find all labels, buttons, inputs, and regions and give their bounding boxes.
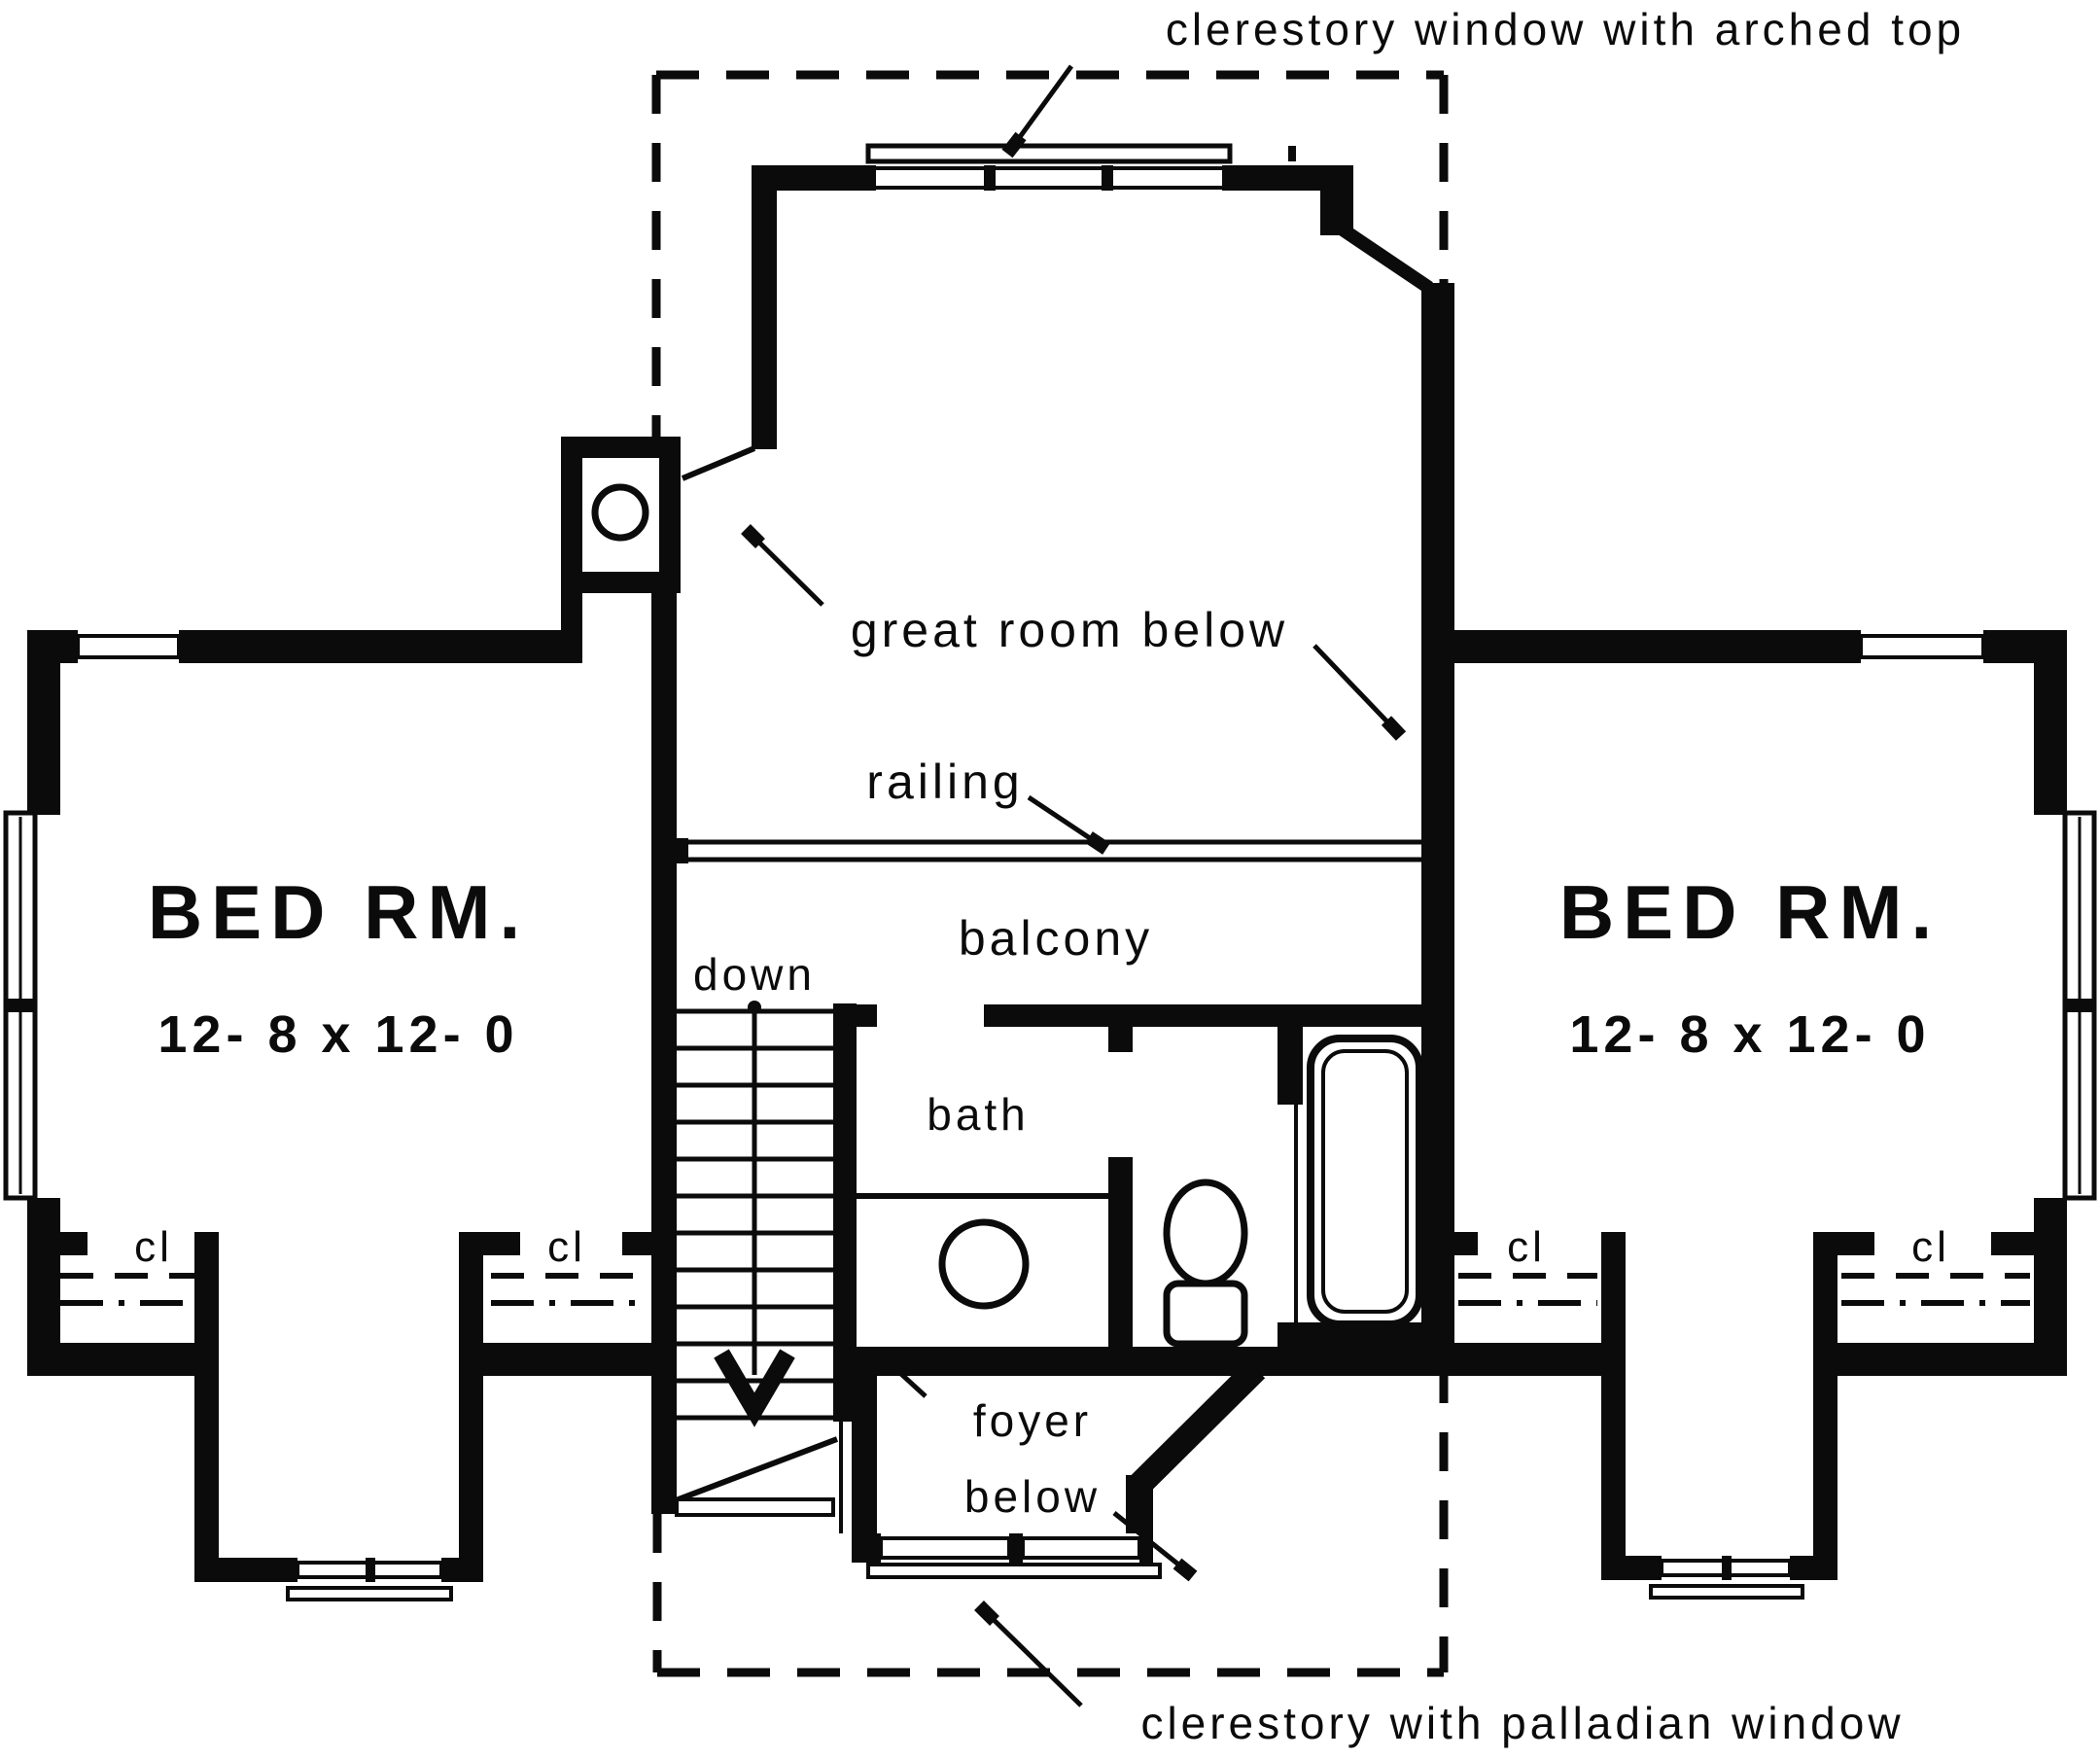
- text-labels: clerestory window with arched top cleres…: [134, 4, 1965, 1748]
- foyer-window-icon-2: [1021, 1536, 1141, 1560]
- leader-lines: [741, 64, 1407, 1707]
- bedroom-right-label: BED RM.: [1559, 869, 1941, 955]
- closets-left: [27, 1232, 677, 1376]
- bathtub-inner-line: [1321, 1049, 1409, 1314]
- leader-great-room-2: [1312, 644, 1402, 737]
- bath-label: bath: [927, 1089, 1030, 1140]
- bath-north-wall-stub: [833, 1004, 877, 1027]
- foyer-below-walls: [839, 1359, 1266, 1579]
- front-wall-left-1: [27, 1343, 194, 1376]
- bathroom: [833, 1004, 1423, 1376]
- closet-stub: [622, 1232, 677, 1255]
- down-label: down: [693, 949, 816, 1000]
- leader-great-room-2-blob: [1381, 716, 1407, 741]
- leader-foyer-1-blob: [873, 1347, 896, 1371]
- leader-top-title-blob: [1001, 131, 1027, 158]
- bedroom-left-walls: [3, 630, 561, 1376]
- closet-stub: [1421, 1232, 1478, 1255]
- great-room-angled-wall: [1336, 222, 1433, 294]
- foyer-west-wall: [852, 1376, 877, 1533]
- foyer-angled-wall: [1130, 1359, 1266, 1495]
- leader-bottom-title: [978, 1604, 1083, 1707]
- foyer-window-icon-1: [879, 1536, 1011, 1560]
- dormer-left-window-mullion: [366, 1558, 375, 1582]
- leader-foyer-2-blob: [1172, 1558, 1198, 1582]
- railing-end-cap: [677, 838, 688, 863]
- tub-alcove-west-stub: [1278, 1027, 1303, 1105]
- closet-stub: [1838, 1232, 1874, 1255]
- bath-south-wall: [833, 1347, 1421, 1376]
- closet-stub: [1991, 1232, 2067, 1255]
- stair-break-line: [653, 1436, 839, 1511]
- chimney: [561, 437, 681, 663]
- railing-label: railing: [866, 755, 1023, 809]
- front-wall-left-2: [483, 1343, 677, 1376]
- great-room-label: great room below: [851, 603, 1288, 657]
- dormer-right-window-sill: [1649, 1584, 1804, 1600]
- dormer-left-west-wall: [194, 1232, 219, 1582]
- great-room-angled-cut-line: [681, 445, 756, 481]
- stair-lower-ledge: [675, 1497, 835, 1517]
- leader-bottom-title-blob: [974, 1601, 999, 1626]
- closet-stub: [27, 1232, 88, 1255]
- balcony-label: balcony: [959, 911, 1153, 966]
- closet-label-right-1: cl: [1507, 1223, 1546, 1271]
- chimney-flue-icon: [591, 483, 649, 542]
- bedroom-left-west-window-rail: [6, 999, 35, 1012]
- toilet-base-icon: [1163, 1280, 1248, 1348]
- front-wall-right-1: [1421, 1343, 1601, 1376]
- closet-label-left-1: cl: [134, 1223, 173, 1271]
- balcony-railing: [677, 838, 1421, 863]
- clerestory-outline: [651, 70, 1449, 1677]
- bath-partition-lower: [1108, 1157, 1133, 1347]
- toilet-bowl-icon: [1163, 1179, 1248, 1287]
- foyer-label-line2: below: [964, 1471, 1101, 1522]
- bedroom-right-north-window-icon: [1859, 634, 1985, 659]
- great-room-north-wall-left: [752, 165, 876, 191]
- foyer-label-line1: foyer: [973, 1395, 1092, 1446]
- bedroom-left-label: BED RM.: [148, 869, 529, 955]
- bedroom-right-east-window-gap: [2034, 815, 2067, 1198]
- bath-partition-upper-stub: [1108, 1027, 1133, 1052]
- dormer-right: [1601, 1232, 1838, 1600]
- dormer-right-window-mullion: [1722, 1556, 1732, 1580]
- dormer-left-window-sill: [286, 1586, 453, 1601]
- sink-icon: [938, 1218, 1030, 1310]
- bath-north-wall: [984, 1004, 1421, 1027]
- dormer-right-west-wall: [1601, 1232, 1626, 1580]
- dormer-right-east-wall: [1813, 1232, 1838, 1580]
- top-title-label: clerestory window with arched top: [1166, 4, 1965, 54]
- closet-label-left-2: cl: [547, 1223, 586, 1271]
- dormer-left-east-wall: [459, 1232, 483, 1582]
- leader-railing-blob: [1085, 831, 1110, 855]
- arched-top-band-tick: [1288, 146, 1296, 161]
- dormer-left: [194, 1232, 483, 1601]
- bottom-title-label: clerestory with palladian window: [1140, 1698, 1904, 1748]
- leader-great-room-1-blob: [741, 524, 765, 548]
- closet-label-right-2: cl: [1911, 1223, 1950, 1271]
- closets-right: [1421, 1232, 2067, 1376]
- down-arrow-icon: [714, 1349, 795, 1427]
- bedroom-right-dims: 12- 8 x 12- 0: [1569, 1005, 1930, 1064]
- bedroom-right-east-window-rail: [2065, 999, 2094, 1012]
- bedroom-left-north-window-icon: [76, 634, 181, 659]
- clerestory-window-mullion-1: [984, 165, 996, 191]
- closet-stub: [483, 1232, 520, 1255]
- front-wall-right-2: [1838, 1343, 2067, 1376]
- bedroom-left-dims: 12- 8 x 12- 0: [158, 1005, 518, 1064]
- great-room-east-wall: [1421, 283, 1454, 1347]
- arched-top-band-icon: [865, 143, 1233, 164]
- great-room-northeast-corner: [1320, 165, 1353, 235]
- chimney-wall-extension: [561, 593, 582, 663]
- foyer-window-sill: [866, 1563, 1162, 1579]
- staircase: [653, 1001, 857, 1517]
- great-room-west-wall-upper: [752, 165, 777, 449]
- clerestory-window-mullion-2: [1102, 165, 1113, 191]
